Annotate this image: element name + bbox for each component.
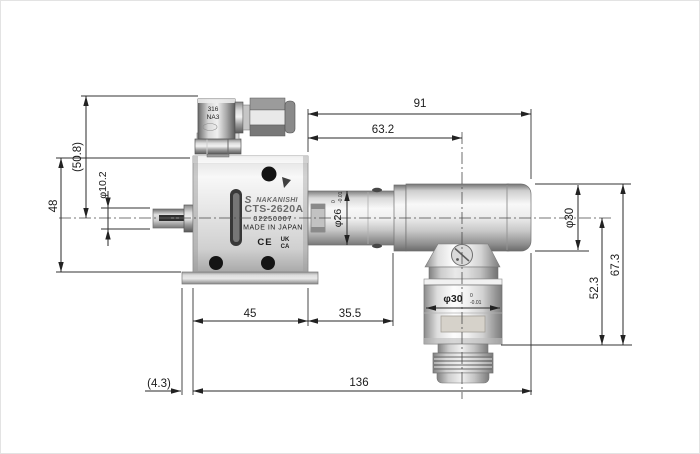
block-hole-bottom-left bbox=[209, 256, 223, 270]
dim-center-to-nose-label: 52.3 bbox=[589, 277, 601, 299]
wrench-flat bbox=[440, 315, 486, 333]
serial-label: 02250007 bbox=[253, 216, 292, 223]
extension-lines bbox=[56, 95, 632, 395]
dim-shaft-diameter-label: φ10.2 bbox=[97, 171, 109, 198]
dim-body-diameter-tol-lower: -0.01 bbox=[338, 191, 344, 203]
dim-center-offset-label: 63.2 bbox=[372, 124, 394, 136]
dim-block-width-label: 45 bbox=[244, 308, 257, 320]
dim-block-height-label: 48 bbox=[48, 200, 60, 213]
dim-chuck-diameter-label: φ30 bbox=[443, 293, 462, 305]
dim-fitting-height-label: (50.8) bbox=[72, 142, 84, 172]
dim-motor-diameter-label: φ30 bbox=[564, 208, 576, 228]
head-flange bbox=[423, 278, 503, 286]
dim-chuck-diameter-tol-upper: 0 bbox=[470, 293, 473, 299]
elbow-fitting: 316 NA3 bbox=[194, 97, 296, 158]
fitting-swage-nut bbox=[249, 97, 286, 137]
origin-label: MADE IN JAPAN bbox=[243, 225, 303, 232]
main-block: S NAKANISHI CTS-2620A 02250007 MADE IN J… bbox=[181, 155, 319, 285]
dim-body-diameter-group: φ26 0 -0.01 bbox=[331, 191, 344, 227]
fitting-stamp-line1: 316 bbox=[208, 106, 219, 113]
fitting-stamp-line2: NA3 bbox=[207, 114, 220, 121]
dimension-labels: 91 63.2 (50.8) 48 φ10.2 φ26 0 -0.01 45 3… bbox=[48, 98, 622, 390]
ukca-mark-bottom: CA bbox=[281, 244, 290, 250]
fitting-end-cap bbox=[284, 100, 296, 134]
block-hole-top bbox=[261, 166, 277, 182]
ce-mark: CE bbox=[257, 237, 272, 248]
dim-chuck-diameter-group: φ30 0 -0.01 bbox=[443, 293, 481, 306]
output-shaft bbox=[152, 204, 194, 233]
dim-body-diameter-tol-upper: 0 bbox=[331, 200, 337, 203]
dim-total-width-label: 91 bbox=[414, 98, 427, 110]
nose-neck bbox=[437, 343, 489, 354]
brand-emblem: S bbox=[245, 195, 252, 206]
motor-end-cap bbox=[506, 183, 532, 252]
fitting-ferrule bbox=[234, 101, 244, 134]
model-label: CTS-2620A bbox=[244, 203, 303, 215]
block-index-mark bbox=[282, 177, 291, 188]
dim-chuck-diameter-tol-lower: -0.01 bbox=[470, 300, 482, 306]
dim-base-overhang-label: (4.3) bbox=[147, 378, 171, 390]
shaft-coupling bbox=[183, 204, 194, 233]
brand-label: NAKANISHI bbox=[256, 197, 298, 204]
collet-nut bbox=[432, 352, 494, 384]
mounting-plate bbox=[181, 271, 319, 285]
motor-main-section bbox=[405, 183, 510, 252]
dim-total-length-label: 136 bbox=[349, 377, 368, 389]
spindle-head bbox=[423, 243, 503, 384]
dimension-lines bbox=[58, 96, 626, 394]
ukca-mark-top: UK bbox=[281, 237, 290, 243]
head-housing bbox=[423, 284, 503, 345]
fitting-base-nut bbox=[194, 138, 242, 155]
dim-body-length-label: 35.5 bbox=[339, 308, 361, 320]
block-body bbox=[192, 155, 309, 273]
dim-body-diameter-label: φ26 bbox=[332, 209, 344, 228]
set-screw-bottom bbox=[372, 243, 382, 249]
centerlines bbox=[59, 132, 613, 399]
set-screw-top bbox=[372, 187, 382, 193]
block-hole-bottom-right bbox=[261, 256, 275, 270]
dim-top-to-nose-label: 67.3 bbox=[610, 254, 622, 276]
